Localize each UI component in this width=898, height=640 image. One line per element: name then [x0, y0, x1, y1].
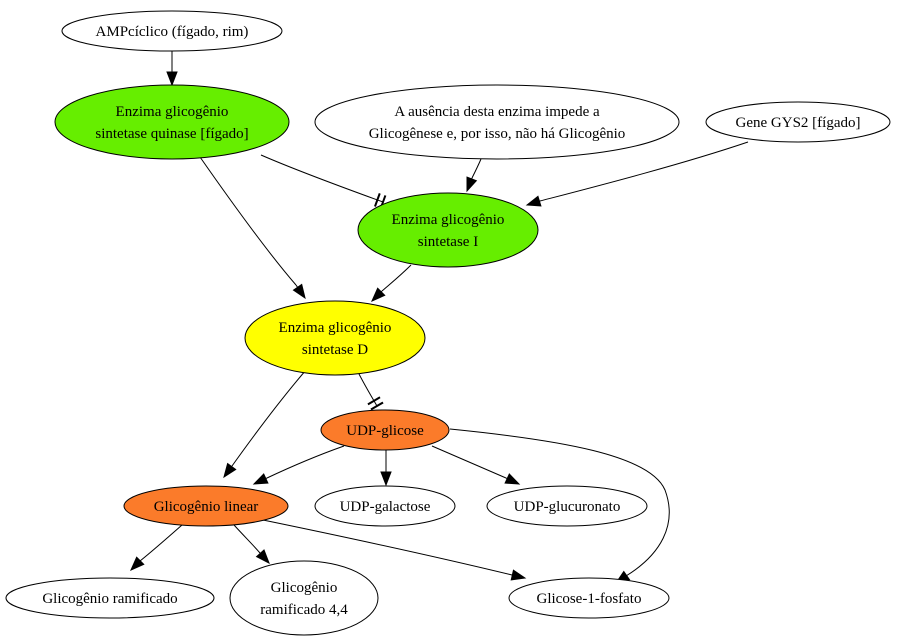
node-ellipse — [54, 84, 290, 160]
tee-bar — [374, 193, 381, 207]
node-udp-glucuronato: UDP-glucuronato — [486, 485, 648, 527]
node-label: Enzima glicogênio — [392, 212, 505, 228]
edge-line — [431, 445, 507, 479]
node-glicogenio-linear: Glicogênio linear — [123, 485, 289, 527]
edge-gsd-udpg — [357, 371, 384, 411]
edge-line — [262, 519, 513, 576]
arrowhead — [255, 549, 270, 565]
arrowhead — [130, 556, 145, 571]
node-label: Enzima glicogênio — [279, 320, 392, 336]
node-glicogenio-sintetase-quinase: Enzima glicogênio sintetase quinase [fíga… — [54, 84, 290, 160]
node-ellipse — [508, 577, 670, 619]
node-label: sintetase D — [302, 342, 368, 358]
edge-udpg-glin — [252, 445, 345, 485]
node-ellipse — [123, 485, 289, 527]
edge-glin-gram44 — [233, 524, 270, 565]
node-label: Glicogênese e, por isso, não há Glicogên… — [369, 126, 626, 142]
arrowhead — [504, 473, 521, 485]
tee-bar — [367, 396, 381, 406]
node-ellipse — [705, 101, 891, 143]
node-ellipse — [229, 560, 379, 636]
node-label: sintetase quinase [fígado] — [95, 126, 248, 142]
arrowhead — [510, 569, 527, 581]
edge-udpg-udpgal — [380, 450, 392, 487]
arrowhead — [166, 71, 178, 87]
edge-ampc-gsk — [166, 51, 178, 87]
edge-line — [266, 445, 345, 479]
node-label: ramificado 4,4 — [260, 602, 348, 618]
arrowhead — [223, 462, 237, 479]
edge-glin-g1p — [262, 519, 527, 581]
node-label: Glicogênio — [271, 580, 338, 596]
arrowhead — [380, 471, 392, 487]
node-glicogenio-ramificado: Glicogênio ramificado — [5, 577, 215, 619]
edge-line — [381, 264, 412, 292]
edge-line — [233, 524, 261, 554]
edge-line — [539, 141, 749, 202]
edge-gsk-gsi — [260, 154, 387, 209]
edge-aus-gsi — [466, 158, 482, 193]
node-label: UDP-galactose — [340, 499, 431, 515]
tee-bar — [370, 401, 384, 411]
node-gene-gys2: Gene GYS2 [fígado] — [705, 101, 891, 143]
node-udp-galactose: UDP-galactose — [314, 485, 456, 527]
node-ellipse — [5, 577, 215, 619]
arrowhead — [292, 283, 306, 300]
node-udp-glicose: UDP-glicose — [320, 409, 450, 451]
node-label: Glicose-1-fosfato — [537, 591, 642, 607]
arrowhead — [371, 287, 386, 302]
edge-line — [260, 154, 384, 203]
edge-line — [449, 428, 670, 577]
node-ellipse — [320, 409, 450, 451]
edge-line — [471, 158, 482, 179]
edge-gsd-glin — [223, 369, 307, 479]
nodes-layer: AMPcíclico (fígado, rim) Enzima glicogêni… — [5, 10, 891, 636]
edges-layer — [130, 51, 749, 584]
node-glicogenio-sintetase-d: Enzima glicogênio sintetase D — [244, 300, 426, 376]
arrowhead — [525, 195, 542, 207]
arrowhead — [252, 473, 269, 485]
node-label: Enzima glicogênio — [116, 104, 229, 120]
node-ellipse — [357, 192, 539, 268]
node-glicose-1-fosfato: Glicose-1-fosfato — [508, 577, 670, 619]
node-ellipse — [314, 84, 680, 160]
node-glicogenio-sintetase-i: Enzima glicogênio sintetase I — [357, 192, 539, 268]
node-label: AMPcíclico (fígado, rim) — [96, 24, 249, 40]
node-label: A ausência desta enzima impede a — [394, 104, 600, 120]
node-label: UDP-glicose — [346, 423, 424, 439]
edge-line — [357, 371, 378, 407]
edge-line — [199, 156, 297, 286]
edge-gsk-gsd — [199, 156, 306, 300]
edge-gsi-gsd — [371, 264, 412, 302]
node-label: Gene GYS2 [fígado] — [736, 115, 861, 131]
node-ellipse — [61, 10, 283, 52]
edge-glin-gram — [130, 524, 183, 571]
node-glicogenio-ramificado-4-4: Glicogênio ramificado 4,4 — [229, 560, 379, 636]
node-label: sintetase I — [418, 234, 478, 250]
node-ellipse — [486, 485, 648, 527]
edge-udpg-udpglu — [431, 445, 521, 485]
node-label: Glicogênio linear — [154, 499, 259, 515]
arrowhead — [466, 176, 478, 193]
node-ampciclico: AMPcíclico (fígado, rim) — [61, 10, 283, 52]
node-ausencia-enzima: A ausência desta enzima impede a Glicogên… — [314, 84, 680, 160]
edge-gys2-gsi — [525, 141, 749, 207]
node-label: UDP-glucuronato — [514, 499, 621, 515]
edge-line — [139, 524, 183, 562]
node-ellipse — [314, 485, 456, 527]
node-ellipse — [244, 300, 426, 376]
node-label: Glicogênio ramificado — [42, 591, 177, 607]
edge-line — [231, 369, 307, 467]
